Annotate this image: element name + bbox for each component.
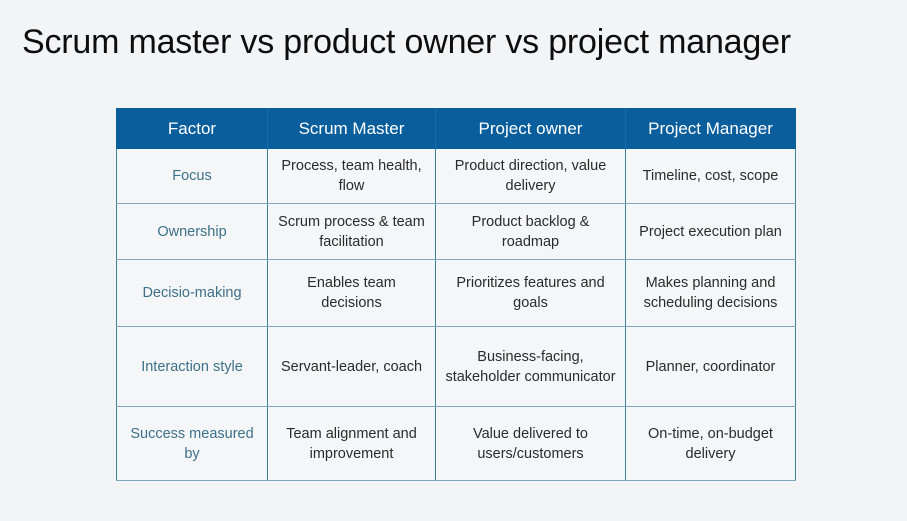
table-row: Interaction style Servant-leader, coach … — [116, 326, 796, 407]
cell-factor: Interaction style — [116, 326, 268, 407]
role-comparison-table: Factor Scrum Master Project owner Projec… — [116, 108, 796, 481]
cell-project-manager: Makes planning and scheduling decisions — [625, 259, 796, 327]
table-header-row: Factor Scrum Master Project owner Projec… — [116, 108, 796, 149]
cell-scrum-master: Scrum process & team facilitation — [267, 203, 436, 260]
table-row: Success measured by Team alignment and i… — [116, 406, 796, 481]
cell-project-owner: Value delivered to users/customers — [435, 406, 626, 481]
table-row: Ownership Scrum process & team facilitat… — [116, 203, 796, 260]
cell-scrum-master: Servant-leader, coach — [267, 326, 436, 407]
cell-project-owner: Product direction, value delivery — [435, 148, 626, 204]
cell-project-owner: Business-facing, stakeholder communicato… — [435, 326, 626, 407]
table-body: Focus Process, team health, flow Product… — [116, 148, 796, 481]
cell-factor: Ownership — [116, 203, 268, 260]
page-title: Scrum master vs product owner vs project… — [22, 23, 791, 61]
table-row: Decisio-making Enables team decisions Pr… — [116, 259, 796, 327]
cell-project-manager: Planner, coordinator — [625, 326, 796, 407]
cell-project-owner: Prioritizes features and goals — [435, 259, 626, 327]
column-header-project-manager: Project Manager — [625, 108, 796, 149]
cell-factor: Focus — [116, 148, 268, 204]
cell-scrum-master: Enables team decisions — [267, 259, 436, 327]
cell-scrum-master: Process, team health, flow — [267, 148, 436, 204]
column-header-scrum-master: Scrum Master — [267, 108, 436, 149]
column-header-factor: Factor — [116, 108, 268, 149]
cell-project-manager: Project execution plan — [625, 203, 796, 260]
cell-factor: Decisio-making — [116, 259, 268, 327]
table-header: Factor Scrum Master Project owner Projec… — [116, 108, 796, 149]
table-row: Focus Process, team health, flow Product… — [116, 148, 796, 204]
column-header-project-owner: Project owner — [435, 108, 626, 149]
cell-project-manager: Timeline, cost, scope — [625, 148, 796, 204]
cell-project-manager: On-time, on-budget delivery — [625, 406, 796, 481]
cell-project-owner: Product backlog & roadmap — [435, 203, 626, 260]
cell-scrum-master: Team alignment and improvement — [267, 406, 436, 481]
cell-factor: Success measured by — [116, 406, 268, 481]
